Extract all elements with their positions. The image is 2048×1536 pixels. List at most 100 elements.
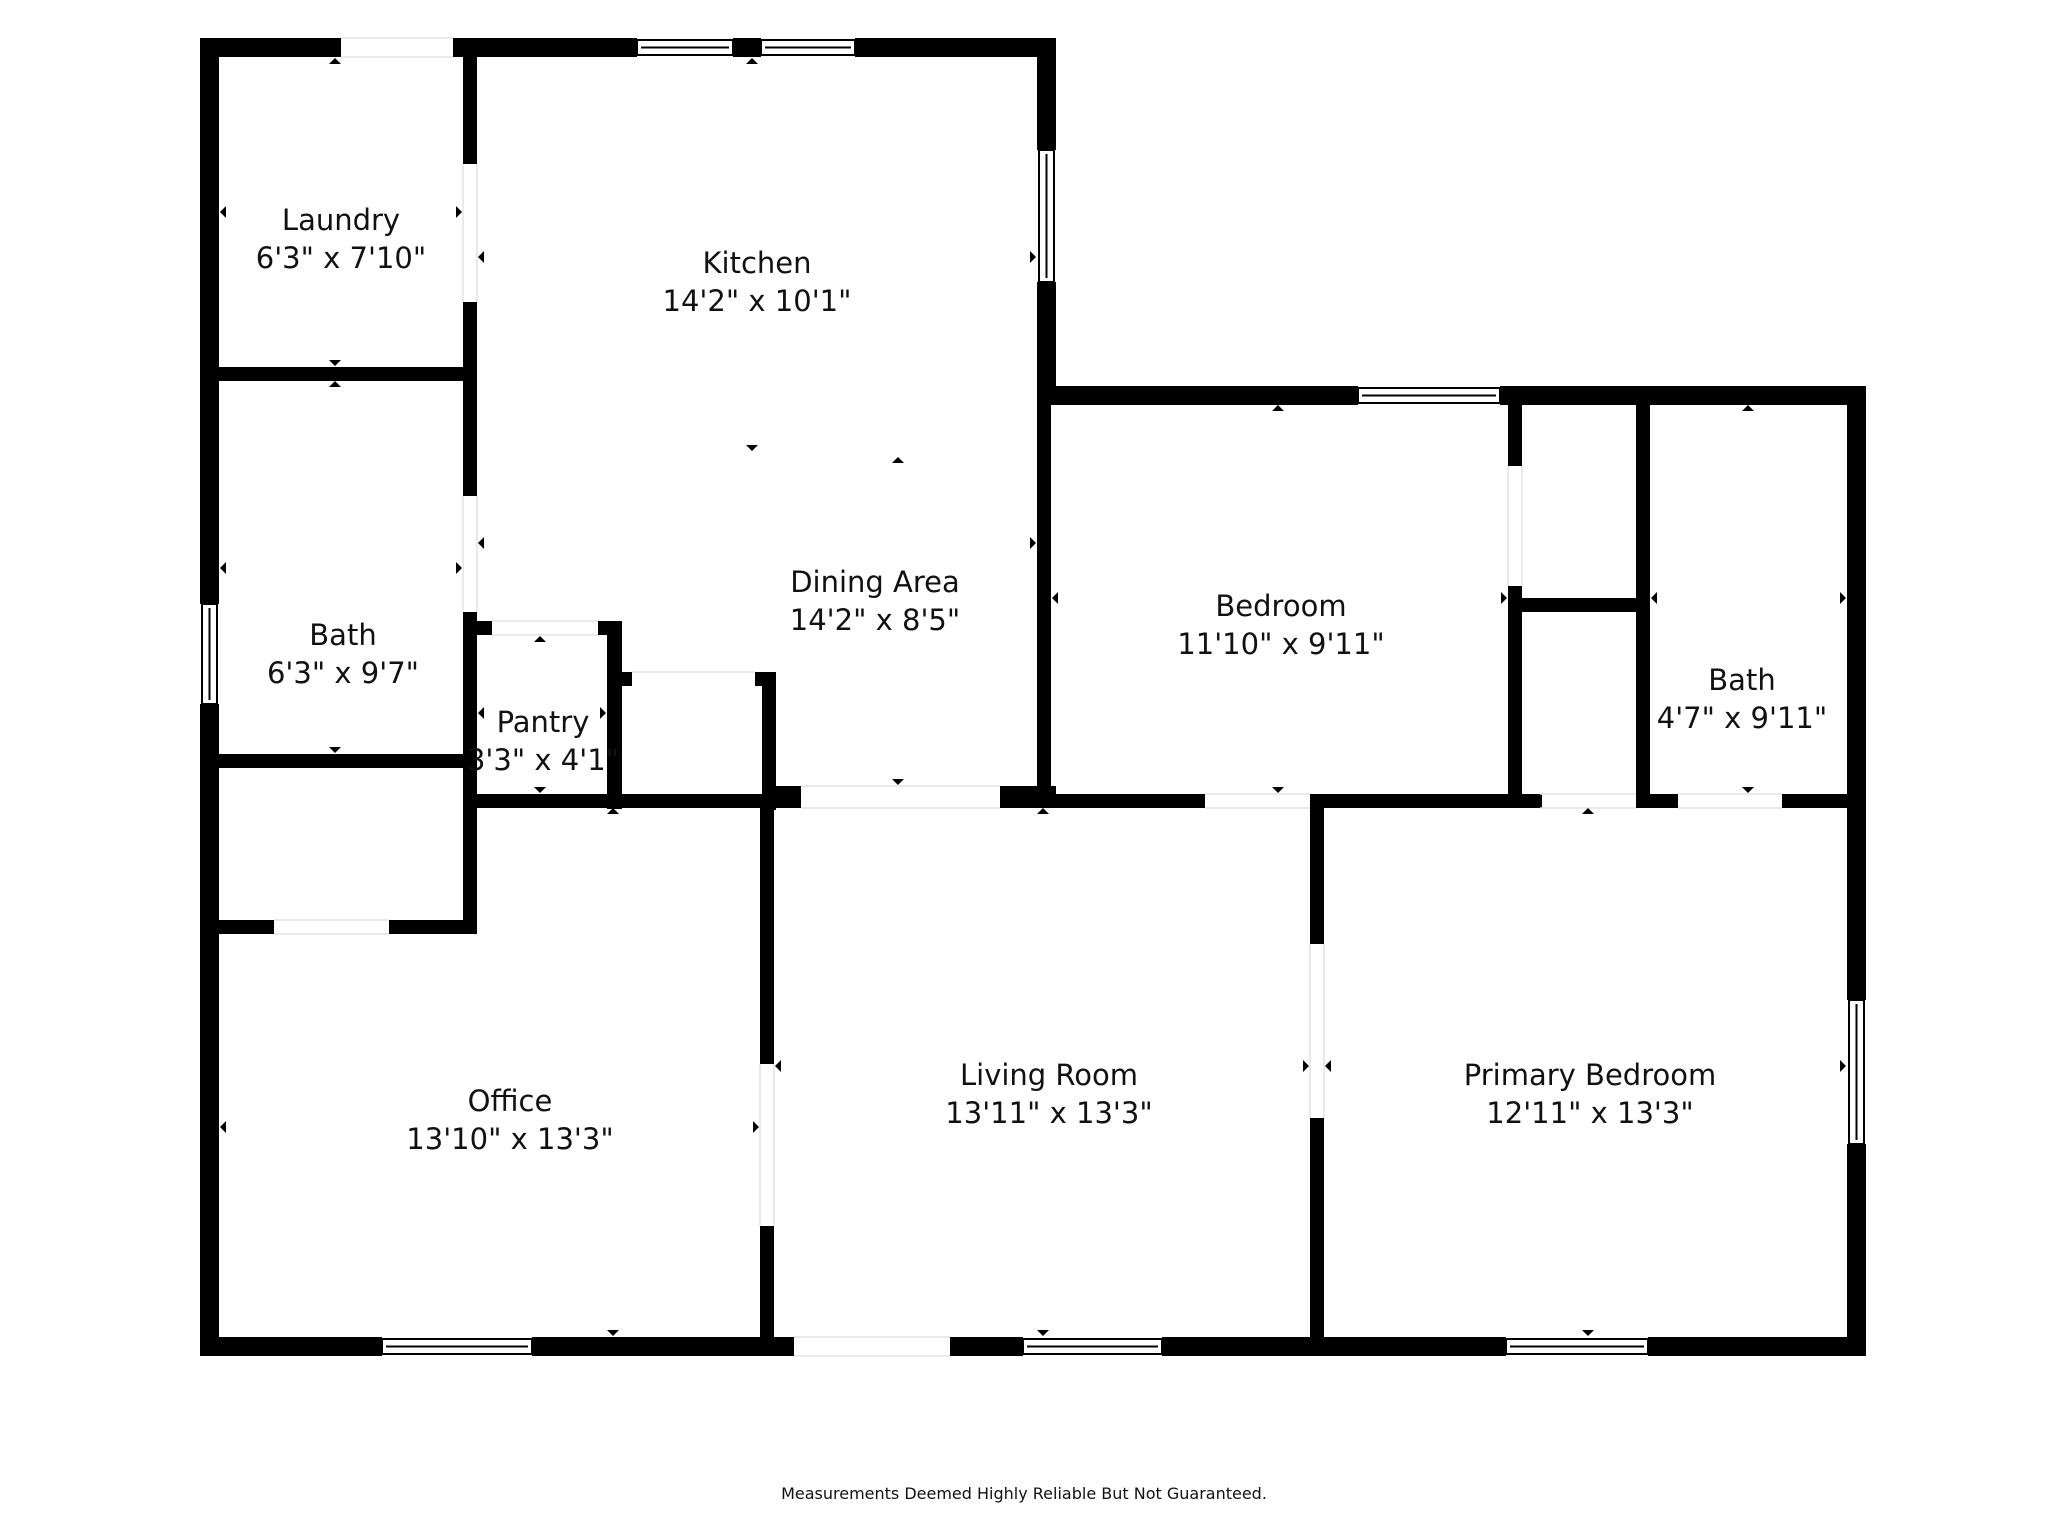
room-labels: Laundry 6'3" x 7'10" Kitchen 14'2" x 10'… — [256, 203, 1827, 1156]
wall-nook-right — [762, 672, 776, 810]
marker — [600, 707, 606, 719]
wall-top-kitchen-b — [855, 38, 1054, 57]
marker — [892, 779, 904, 785]
wall-kitchen-right-a — [1037, 38, 1056, 150]
openings — [274, 37, 1782, 1357]
room-dims-pantry: 3'3" x 4'1" — [467, 743, 619, 777]
marker — [478, 251, 484, 263]
marker — [1052, 592, 1058, 604]
wall-laundry-bath — [200, 367, 477, 381]
room-name-bath-right: Bath — [1708, 663, 1775, 697]
window-kitchen-top-1 — [636, 39, 734, 56]
room-name-office: Office — [468, 1084, 553, 1118]
window-kitchen-right — [1038, 149, 1055, 283]
room-dims-primary: 12'11" x 13'3" — [1486, 1096, 1693, 1130]
marker — [892, 457, 904, 463]
room-name-kitchen: Kitchen — [703, 246, 812, 280]
marker — [1272, 787, 1284, 793]
marker — [1037, 808, 1049, 814]
marker — [775, 1060, 781, 1072]
marker — [329, 58, 341, 64]
marker — [1303, 1060, 1309, 1072]
marker — [1651, 592, 1657, 604]
wall-top-laundry-a — [200, 38, 341, 57]
wall-bath-bottom — [1782, 794, 1866, 808]
marker — [753, 1121, 759, 1133]
wall-kitchen-right-b — [1037, 282, 1056, 402]
wall-office-living-a — [760, 794, 774, 1064]
disclaimer: Measurements Deemed Highly Reliable But … — [781, 1484, 1267, 1503]
marker — [1742, 787, 1754, 793]
marker — [534, 636, 546, 642]
marker — [456, 562, 462, 574]
wall-living-primary-a — [1310, 794, 1324, 944]
marker — [534, 787, 546, 793]
marker — [1325, 1060, 1331, 1072]
marker — [1582, 1330, 1594, 1336]
wall-bedroom-bottom-b — [1310, 794, 1542, 808]
room-name-bath-left: Bath — [309, 618, 376, 652]
marker — [1030, 537, 1036, 549]
wall-laundry-kitchen-a — [463, 38, 477, 164]
window-kitchen-top-2 — [760, 39, 856, 56]
marker — [1501, 592, 1507, 604]
marker — [1840, 1060, 1846, 1072]
window-primary-bottom — [1505, 1338, 1649, 1355]
wall-closet-bottom-b — [389, 920, 477, 934]
marker — [220, 206, 226, 218]
marker — [329, 381, 341, 387]
wall-top-kitchen-a — [733, 38, 761, 57]
wall-closet-bottom-a — [200, 920, 274, 934]
window-primary-right — [1848, 999, 1865, 1145]
wall-top-laundry-b — [453, 38, 637, 57]
wall-closet-bath — [1636, 386, 1650, 808]
marker — [607, 1330, 619, 1336]
room-name-dining: Dining Area — [790, 565, 960, 599]
room-name-laundry: Laundry — [282, 203, 400, 237]
room-dims-bath-left: 6'3" x 9'7" — [267, 656, 419, 690]
wall-bottom-e — [1648, 1337, 1866, 1356]
room-name-pantry: Pantry — [497, 705, 590, 739]
window-bath-left — [201, 603, 218, 705]
wall-living-primary-b — [1310, 1118, 1324, 1356]
wall-left-lower — [200, 704, 219, 1356]
marker — [220, 1121, 226, 1133]
room-name-living: Living Room — [960, 1058, 1138, 1092]
walls — [200, 38, 1866, 1356]
room-dims-living: 13'11" x 13'3" — [945, 1096, 1152, 1130]
wall-right-upper — [1847, 386, 1866, 1000]
wall-closet-left-a — [1508, 386, 1522, 466]
marker — [1272, 405, 1284, 411]
wall-bedroom-bottom-a — [1037, 794, 1205, 808]
marker — [329, 360, 341, 366]
marker — [1840, 592, 1846, 604]
wall-bottom-a — [200, 1337, 382, 1356]
room-name-primary: Primary Bedroom — [1464, 1058, 1716, 1092]
room-dims-dining: 14'2" x 8'5" — [790, 603, 960, 637]
wall-pantry-bottom — [463, 794, 776, 808]
wall-office-living-b — [760, 1226, 774, 1356]
wall-bedroom-top-a — [1037, 386, 1358, 405]
marker — [1582, 808, 1594, 814]
room-dims-bedroom: 11'10" x 9'11" — [1177, 627, 1384, 661]
room-dims-office: 13'10" x 13'3" — [406, 1122, 613, 1156]
wall-closet-divider — [1508, 598, 1650, 612]
room-name-bedroom: Bedroom — [1215, 589, 1346, 623]
room-dims-kitchen: 14'2" x 10'1" — [663, 284, 852, 318]
wall-closets-bottom-b — [1636, 794, 1678, 808]
marker — [746, 445, 758, 451]
wall-bottom-d — [1162, 1337, 1506, 1356]
wall-pantry-right — [607, 621, 622, 809]
wall-pantry-top-a — [477, 621, 492, 635]
wall-bottom-b — [532, 1337, 794, 1356]
marker — [1030, 251, 1036, 263]
marker — [478, 707, 484, 719]
wall-bedroom-top-b — [1500, 386, 1866, 405]
wall-bedroom-left — [1037, 386, 1051, 808]
marker — [478, 537, 484, 549]
wall-left-upper — [200, 38, 219, 604]
marker — [746, 58, 758, 64]
marker — [1037, 1330, 1049, 1336]
windows — [201, 39, 1865, 1355]
